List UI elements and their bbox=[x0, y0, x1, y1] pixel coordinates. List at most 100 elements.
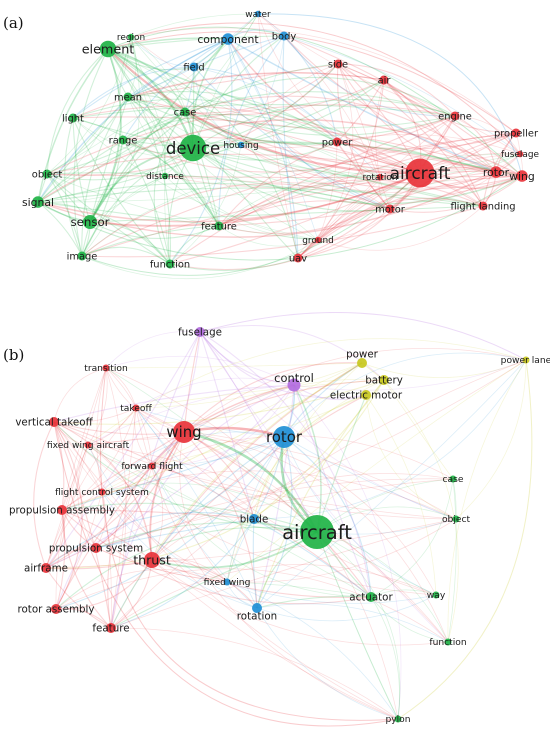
a-edge bbox=[107, 48, 195, 149]
b-edge bbox=[53, 421, 437, 596]
b-edge bbox=[61, 470, 457, 520]
a-edge bbox=[46, 48, 109, 175]
a-edge bbox=[240, 35, 285, 146]
a-node-label: feature bbox=[201, 221, 237, 232]
b-node-dot bbox=[173, 421, 195, 443]
a-edge bbox=[389, 132, 517, 210]
b-edge bbox=[87, 444, 258, 609]
b-edge bbox=[256, 607, 399, 720]
b-edge bbox=[256, 595, 372, 609]
b-node-dot bbox=[51, 604, 61, 614]
b-node-feature: feature bbox=[92, 623, 129, 635]
a-edge bbox=[127, 66, 195, 98]
b-node-object: object bbox=[442, 515, 471, 525]
a-edge bbox=[317, 63, 354, 241]
a-node-distance: distance bbox=[146, 172, 184, 182]
a-node-label: uav bbox=[289, 253, 307, 264]
b-edge bbox=[95, 436, 285, 549]
b-edge bbox=[105, 367, 137, 409]
b-edge bbox=[183, 431, 449, 643]
a-node-uav: uav bbox=[289, 253, 307, 264]
b-node-dot bbox=[195, 327, 205, 337]
b-node-dot bbox=[49, 417, 59, 427]
a-node-feature: feature bbox=[201, 221, 237, 232]
b-edge bbox=[253, 518, 457, 535]
b-edge bbox=[55, 568, 449, 643]
a-edge bbox=[227, 38, 497, 173]
b-node-case: case bbox=[443, 475, 464, 485]
a-node-dot bbox=[99, 40, 117, 58]
a-edge bbox=[379, 115, 456, 178]
b-node-label: airframe bbox=[24, 563, 68, 575]
a-edge bbox=[72, 72, 385, 119]
b-node-label: object bbox=[442, 515, 471, 525]
b-node-powerlane: power lane bbox=[501, 356, 550, 366]
b-node-pylon: pylon bbox=[385, 715, 410, 725]
b-edge bbox=[101, 431, 185, 493]
a-edge bbox=[37, 96, 129, 203]
b-edge bbox=[105, 355, 295, 386]
b-node-battery: battery bbox=[365, 375, 403, 387]
a-edge bbox=[192, 147, 391, 212]
a-edge bbox=[37, 172, 421, 223]
b-edge bbox=[383, 379, 454, 480]
b-edge bbox=[95, 431, 185, 549]
b-node-blade: blade bbox=[240, 514, 269, 526]
b-edge bbox=[226, 436, 285, 583]
b-edge bbox=[447, 359, 527, 643]
b-edge bbox=[45, 407, 137, 569]
a-edge bbox=[454, 115, 521, 155]
a-node-mean: mean bbox=[114, 92, 142, 103]
b-edge bbox=[370, 596, 400, 720]
a-edge bbox=[169, 225, 220, 265]
a-edge bbox=[218, 179, 484, 227]
a-node-label: light bbox=[62, 113, 84, 124]
b-edge bbox=[87, 444, 449, 643]
a-edge bbox=[192, 99, 456, 149]
a-edge bbox=[127, 96, 456, 129]
a-node-dot bbox=[516, 150, 524, 158]
b-edge bbox=[55, 569, 228, 610]
a-edge bbox=[336, 63, 391, 210]
a-edge bbox=[81, 36, 140, 257]
b-node-dot bbox=[91, 543, 101, 553]
b-node-dot bbox=[102, 364, 110, 372]
b-edge bbox=[256, 436, 293, 609]
a-edge bbox=[72, 103, 456, 119]
b-edge bbox=[45, 518, 457, 569]
a-edge bbox=[193, 66, 338, 143]
b-edge bbox=[370, 596, 449, 643]
b-edge bbox=[87, 444, 372, 598]
b-node-label: power lane bbox=[501, 356, 550, 366]
a-edge bbox=[107, 48, 381, 178]
a-node-rotation: rotation bbox=[362, 173, 397, 183]
b-edge bbox=[110, 436, 285, 629]
a-node-label: range bbox=[109, 135, 138, 146]
a-edge bbox=[107, 48, 166, 177]
a-edge bbox=[107, 48, 171, 265]
b-edge bbox=[53, 421, 65, 511]
a-edge bbox=[46, 104, 456, 175]
a-edge bbox=[73, 48, 109, 257]
b-edge bbox=[135, 407, 437, 596]
a-node-flightlanding: flight landing bbox=[450, 201, 515, 212]
b-edge bbox=[61, 436, 285, 511]
b-edge bbox=[61, 407, 137, 511]
a-edge bbox=[167, 147, 194, 265]
b-edge bbox=[316, 531, 401, 720]
a-edge bbox=[127, 96, 484, 207]
a-edge bbox=[283, 35, 521, 155]
a-edge bbox=[218, 132, 517, 227]
a-edge bbox=[81, 172, 421, 257]
a-node-dot bbox=[293, 253, 303, 263]
a-edge bbox=[383, 79, 497, 173]
a-edge bbox=[227, 38, 391, 210]
b-node-label: flight control system bbox=[55, 488, 149, 498]
a-edge bbox=[192, 147, 523, 205]
a-edge bbox=[218, 225, 319, 247]
a-edge bbox=[184, 111, 421, 174]
b-edge bbox=[55, 436, 285, 610]
a-edge bbox=[336, 115, 456, 143]
a-edge bbox=[130, 36, 186, 113]
